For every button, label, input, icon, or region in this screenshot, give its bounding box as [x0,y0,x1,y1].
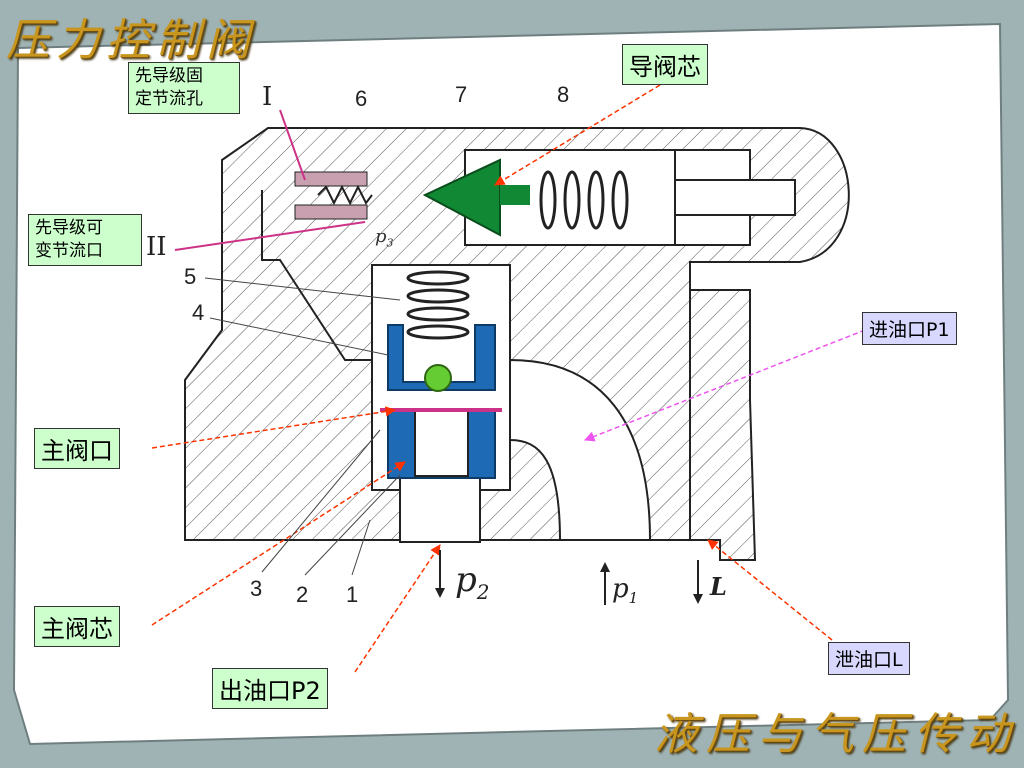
leader-inlet [584,329,866,442]
label-pilot-valve-core: 导阀芯 [622,44,708,85]
pointer-orifice-II [174,221,366,251]
main-valve-core-top [387,324,496,391]
pressure-p2: p2 [455,560,490,604]
leader-2 [304,474,401,576]
pilot-spring [539,170,629,230]
outlet-channel [399,469,481,543]
part-1: 1 [346,582,359,607]
label-outlet-port: 出油口P2 [212,668,328,709]
footer-title: 液压与气压传动 [654,709,1018,760]
leader-pilot-core [494,84,661,186]
fixed-orifice [294,171,368,187]
part-5: 5 [184,264,197,289]
label-main-valve-core: 主阀芯 [34,606,120,647]
inlet-chamber [509,358,652,541]
part-8: 8 [557,82,570,107]
leader-main-core [151,461,406,626]
roman-II: II [146,232,167,262]
leader-drain [707,539,833,641]
pressure-p1: p1 [612,574,639,608]
arrow-p1-head [600,562,610,572]
part-3: 3 [250,576,263,601]
arrow-L-head [693,594,703,604]
check-ball [424,364,452,392]
leader-4 [209,317,389,356]
fixed-orifice-lower [294,204,368,220]
leader-5 [204,277,401,301]
leader-3 [261,429,381,573]
small-spring [317,184,373,206]
roman-I: I [262,82,273,112]
pilot-core-stem [500,185,530,205]
label-inlet-port: 进油口P1 [862,312,957,345]
part-2: 2 [296,582,309,607]
part-7: 7 [455,82,468,107]
label-pilot-variable-orifice: 先导级可 变节流口 [28,214,142,266]
pointer-orifice-I [279,109,306,181]
main-core-bore [414,409,469,477]
label-pilot-fixed-orifice: 先导级固 定节流孔 [128,62,240,114]
leader-1 [351,519,371,576]
part-6: 6 [355,86,368,111]
label-main-valve-port: 主阀口 [34,428,120,469]
leader-main-port [151,406,397,449]
main-spring [406,270,470,340]
label-drain-port: 泄油口L [828,642,910,675]
part-4: 4 [192,300,205,325]
page-title: 压力控制阀 [6,15,256,66]
leader-outlet [354,544,441,673]
arrow-p2-head [435,588,445,598]
adjust-screw [674,179,796,216]
pressure-p3: p3 [375,226,394,250]
drain-L: L [710,572,727,601]
